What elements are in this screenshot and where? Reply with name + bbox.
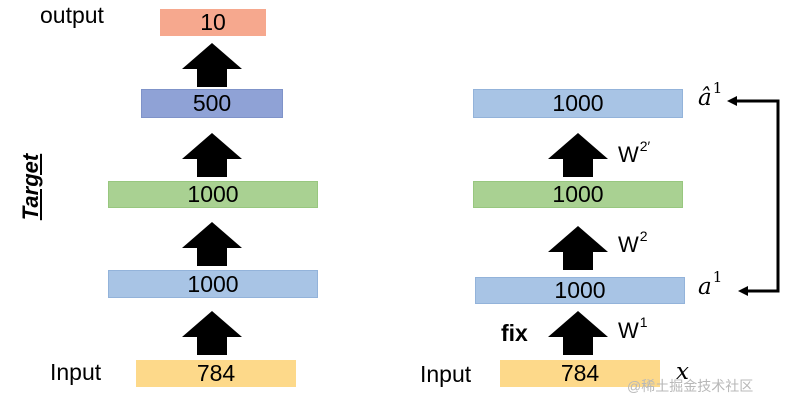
up-arrow-icon bbox=[182, 43, 242, 87]
a1-hat-symbol: â1 bbox=[698, 79, 723, 111]
up-arrow-icon bbox=[548, 311, 608, 355]
output-layer: 10 bbox=[160, 9, 266, 36]
up-arrow-icon bbox=[548, 133, 608, 177]
weight-w2-label: W2 bbox=[618, 228, 648, 257]
arrowhead-icon bbox=[738, 286, 748, 296]
hidden-layer-1000-right: 1000 bbox=[473, 181, 683, 208]
reconstruction-layer: 1000 bbox=[473, 89, 683, 118]
up-arrow-icon bbox=[182, 311, 242, 355]
up-arrow-icon bbox=[548, 226, 608, 270]
up-arrow-icon bbox=[182, 133, 242, 177]
output-label: output bbox=[40, 2, 104, 28]
feedback-connector bbox=[737, 99, 780, 293]
hidden-layer-1000-upper: 1000 bbox=[108, 181, 318, 208]
fix-label: fix bbox=[501, 320, 528, 346]
weight-w2-prime-label: W2′ bbox=[618, 138, 651, 167]
hidden-layer-500: 500 bbox=[141, 89, 283, 118]
up-arrow-icon bbox=[182, 222, 242, 266]
a1-symbol: a1 bbox=[698, 268, 723, 300]
input-label-right: Input bbox=[420, 361, 472, 387]
watermark: @稀土掘金技术社区 bbox=[627, 378, 754, 394]
first-hidden-layer-right: 1000 bbox=[475, 277, 685, 304]
x-symbol: x bbox=[676, 359, 689, 385]
input-label-left: Input bbox=[50, 359, 102, 385]
input-layer-left: 784 bbox=[136, 360, 296, 387]
hidden-layer-1000-lower: 1000 bbox=[108, 270, 318, 298]
arrowhead-icon bbox=[727, 96, 737, 106]
weight-w1-label: W1 bbox=[618, 314, 648, 343]
input-layer-right: 784 bbox=[500, 360, 660, 387]
